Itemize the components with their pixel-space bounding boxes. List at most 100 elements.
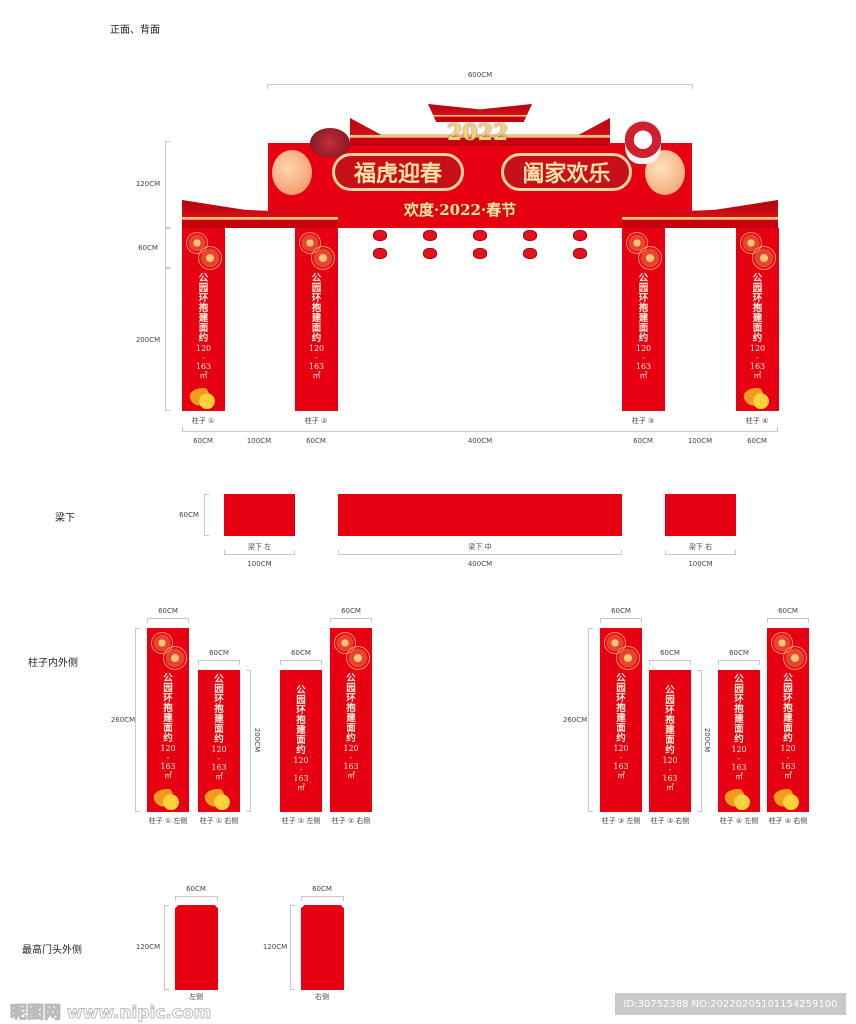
dimension-label: 60CM <box>747 437 767 445</box>
pillar-text-char: 163 <box>749 362 766 371</box>
pillar-text-char: 公 <box>311 273 322 284</box>
dimension-label: 120CM <box>135 180 161 188</box>
pillar-label: 柱子 ④ <box>745 417 769 425</box>
flower-icon <box>346 646 370 670</box>
dimension-label: 60CM <box>138 244 158 252</box>
watermark-logo: 昵图网 www.nipic.com <box>9 1003 212 1023</box>
pillar-text-char: 120 <box>635 344 652 353</box>
pillar-text-char: 抱 <box>665 715 675 726</box>
pillar-label: 柱子 ② 左侧 <box>281 817 321 825</box>
pillar-label: 柱子 ② 右侧 <box>331 817 371 825</box>
lantern-icon <box>423 248 437 259</box>
pillar-text-char: 环 <box>214 694 224 705</box>
pillar-text-char: 环 <box>163 693 173 704</box>
pillar-text-char: 120 <box>308 344 325 353</box>
pillar-text-char: 园 <box>346 683 356 694</box>
pillar-text-char: 公 <box>198 273 209 284</box>
pillar-text-char: 抱 <box>616 703 626 714</box>
pillar-text-char: - <box>668 765 672 774</box>
pillar-text-char: 环 <box>296 705 306 716</box>
dimension-label: 60CM <box>291 649 311 657</box>
beam-panel <box>224 494 295 536</box>
pillar-text-char: 120 <box>731 745 747 754</box>
lantern-icon <box>573 230 587 241</box>
pillar-text-char: 公 <box>734 674 744 685</box>
dimension-line <box>175 896 218 901</box>
pillar-text-char: 建 <box>214 714 224 725</box>
pillar-text-char: 公 <box>665 685 675 696</box>
pillar-text-char: - <box>217 754 221 763</box>
pillar-text-char: - <box>737 754 741 763</box>
pillar-text-char: - <box>202 353 205 362</box>
pillar-text-char: 建 <box>311 313 322 324</box>
lantern-icon <box>373 230 387 241</box>
plum-blossom-decoration <box>310 128 350 158</box>
pillar-text-char: - <box>299 765 303 774</box>
dimension-line <box>165 228 170 268</box>
pillar-text-char: 公 <box>616 673 626 684</box>
pillar-text-char: 120 <box>749 344 766 353</box>
dimension-line <box>246 670 251 812</box>
pillar-text-char: 建 <box>346 713 356 724</box>
pillar-text-char: 抱 <box>296 715 306 726</box>
pillar-text-char: 抱 <box>638 303 649 314</box>
pillar-text-char: 163 <box>211 763 227 772</box>
pillar-label: 柱子 ③ 右侧 <box>650 817 690 825</box>
pillar-text-char: 园 <box>783 683 793 694</box>
section-title-front-back: 正面、背面 <box>110 25 160 36</box>
dimension-label: 260CM <box>110 716 136 724</box>
pillar-text-char: 抱 <box>734 704 744 715</box>
pillar-text-char: 园 <box>752 283 763 294</box>
pillar-text-char: 环 <box>311 293 322 304</box>
lantern-icon <box>423 230 437 241</box>
flower-icon <box>752 246 776 270</box>
pillar-text-char: ㎡ <box>347 771 355 780</box>
beam-label: 梁下 中 <box>468 543 492 551</box>
pillar-label: 柱子 ① 左侧 <box>148 817 188 825</box>
pillar-text-char: 163 <box>293 774 309 783</box>
dimension-line <box>301 896 344 901</box>
pillar-text-char: 163 <box>780 762 796 771</box>
pillar-text-char: 抱 <box>346 703 356 714</box>
dimension-line <box>165 268 170 411</box>
dimension-line <box>665 550 736 555</box>
arch-subtitle: 欢度·2022·春节 <box>404 201 517 219</box>
pillar-text-char: 163 <box>195 362 212 371</box>
header-side-label: 右侧 <box>315 993 329 1001</box>
dimension-label: 100CM <box>687 437 713 445</box>
pillar-text-char: ㎡ <box>164 771 172 780</box>
tiger-mascot-icon <box>188 388 219 410</box>
top-roof <box>428 104 532 122</box>
pillar-text-char: 公 <box>163 673 173 684</box>
section-title-beam: 梁下 <box>55 513 75 524</box>
pillar-text-char: 建 <box>163 713 173 724</box>
pillar-text-char: - <box>786 753 790 762</box>
pillar-text-char: ㎡ <box>639 371 648 380</box>
dimension-line <box>330 618 372 623</box>
image-id: ID:30752388 NO:20220205101154259100 <box>615 993 846 1015</box>
pillar-text-char: 面 <box>214 724 224 735</box>
pillar-text-char: 建 <box>638 313 649 324</box>
pillar-text-char: 120 <box>293 756 309 765</box>
pillar-text-char: 环 <box>665 705 675 716</box>
pillar-text-char: 面 <box>296 735 306 746</box>
pillar-text-char: 园 <box>198 283 209 294</box>
pillar-text-char: 环 <box>638 293 649 304</box>
pillar-text-char: 面 <box>198 323 209 334</box>
pillar-text-char: ㎡ <box>753 371 762 380</box>
flower-icon <box>163 646 187 670</box>
pillar-text-char: ㎡ <box>199 371 208 380</box>
pillar-text-char: 约 <box>296 745 306 756</box>
flower-icon <box>783 646 807 670</box>
pillar-text-char: 环 <box>346 693 356 704</box>
